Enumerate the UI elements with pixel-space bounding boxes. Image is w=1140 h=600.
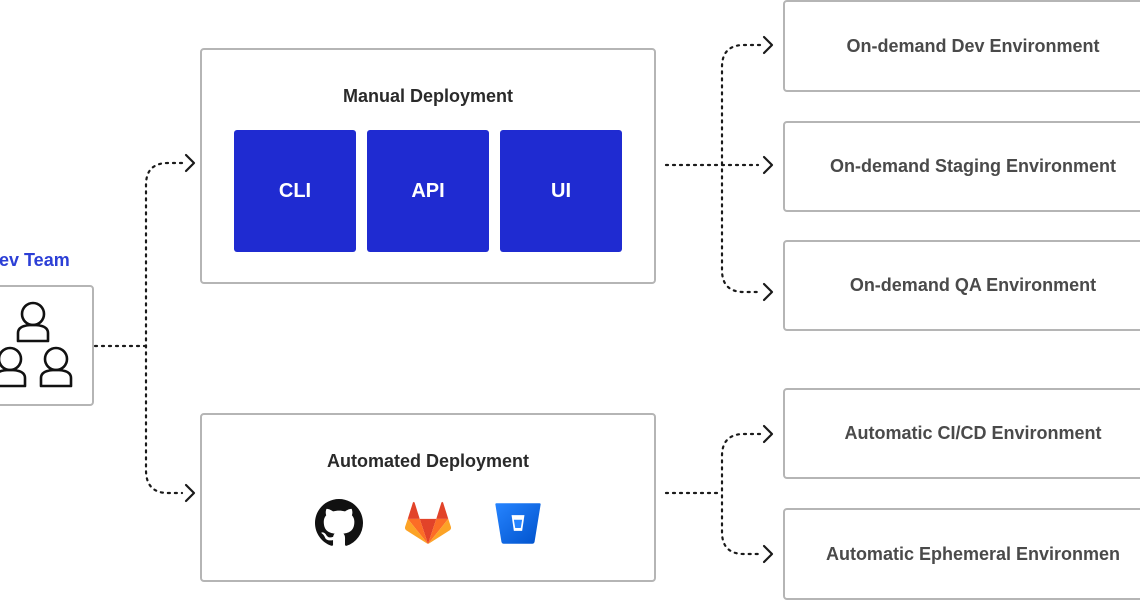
automated-deployment-box: Automated Deployment <box>200 413 656 582</box>
env-ephemeral[interactable]: Automatic Ephemeral Environmen <box>783 508 1140 600</box>
gitlab-icon <box>405 501 451 545</box>
manual-deployment-title: Manual Deployment <box>342 86 514 106</box>
cli-tile[interactable]: CLI <box>234 130 356 252</box>
automated-deployment-title: Automated Deployment <box>326 451 530 471</box>
dev-team-box <box>0 285 94 406</box>
env-cicd[interactable]: Automatic CI/CD Environment <box>783 388 1140 479</box>
arrowhead-to-automated <box>184 483 196 503</box>
dev-team-label: Dev Team <box>0 250 70 270</box>
arrowhead-to-manual <box>184 153 196 173</box>
bitbucket-icon <box>495 503 541 544</box>
github-icon <box>315 499 363 546</box>
env-qa[interactable]: On-demand QA Environment <box>783 240 1140 331</box>
people-group-icon <box>0 301 73 388</box>
api-tile[interactable]: API <box>367 130 489 252</box>
env-staging[interactable]: On-demand Staging Environment <box>783 121 1140 212</box>
env-dev[interactable]: On-demand Dev Environment <box>783 0 1140 92</box>
manual-deployment-box: Manual Deployment CLI API UI <box>200 48 656 284</box>
ui-tile[interactable]: UI <box>500 130 622 252</box>
